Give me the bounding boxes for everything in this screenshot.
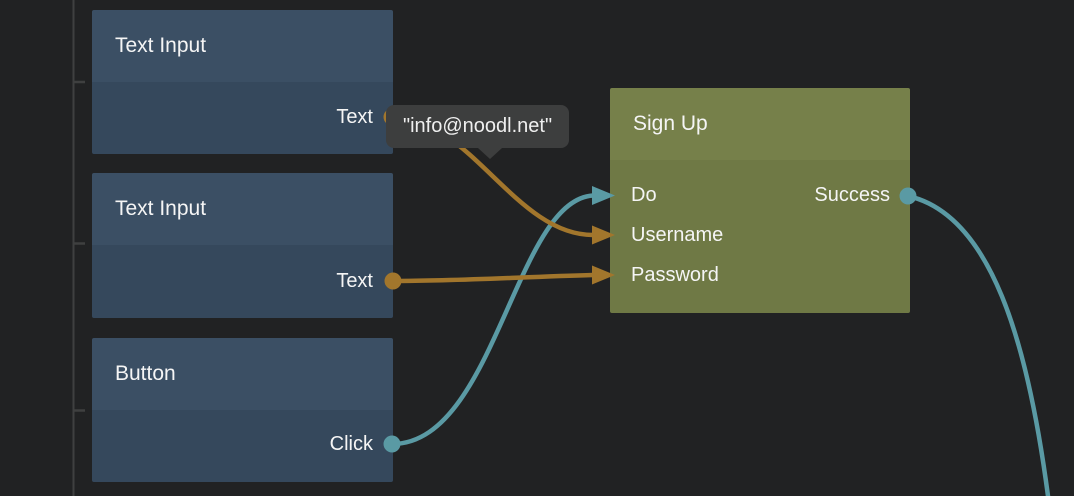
arrowhead-password xyxy=(592,265,615,285)
node-title: Sign Up xyxy=(633,112,708,135)
port-success-output[interactable]: Success xyxy=(814,184,890,206)
node-title-bar: Sign Up xyxy=(610,88,910,160)
port-text-output[interactable]: Text xyxy=(336,270,373,292)
port-dot-click[interactable] xyxy=(383,435,401,453)
node-title: Button xyxy=(115,362,176,385)
node-title-bar: Text Input xyxy=(92,10,393,82)
node-text-input-2[interactable]: Text Input Text xyxy=(92,173,393,318)
node-title: Text Input xyxy=(115,197,207,220)
arrowhead-do xyxy=(592,186,615,205)
port-value-text: "info@noodl.net" xyxy=(403,115,553,137)
arrowhead-username xyxy=(592,225,615,245)
port-text-output[interactable]: Text xyxy=(336,106,373,128)
node-sign-up[interactable]: Sign Up Do Username Password Success xyxy=(610,88,910,313)
node-body: Click xyxy=(92,410,393,482)
port-password-input[interactable]: Password xyxy=(631,264,719,286)
node-button[interactable]: Button Click xyxy=(92,338,393,482)
port-dot-success[interactable] xyxy=(899,187,917,205)
node-title: Text Input xyxy=(115,34,207,57)
node-title-bar: Text Input xyxy=(92,173,393,245)
node-body: Text xyxy=(92,82,393,154)
node-body: Do Username Password Success xyxy=(610,160,910,313)
port-do-input[interactable]: Do xyxy=(631,184,657,206)
connection-success-out[interactable] xyxy=(905,193,1051,496)
connection-text2-to-password[interactable] xyxy=(390,272,596,284)
port-dot-text2[interactable] xyxy=(384,272,402,290)
port-value-tooltip: "info@noodl.net" xyxy=(386,105,570,159)
connection-click-to-do[interactable] xyxy=(389,193,596,447)
node-text-input-1[interactable]: Text Input Text xyxy=(92,10,393,154)
tooltip-pointer-icon xyxy=(478,148,502,159)
node-title-bar: Button xyxy=(92,338,393,410)
port-username-input[interactable]: Username xyxy=(631,224,724,246)
port-click-output[interactable]: Click xyxy=(329,433,373,455)
node-body: Text xyxy=(92,245,393,318)
